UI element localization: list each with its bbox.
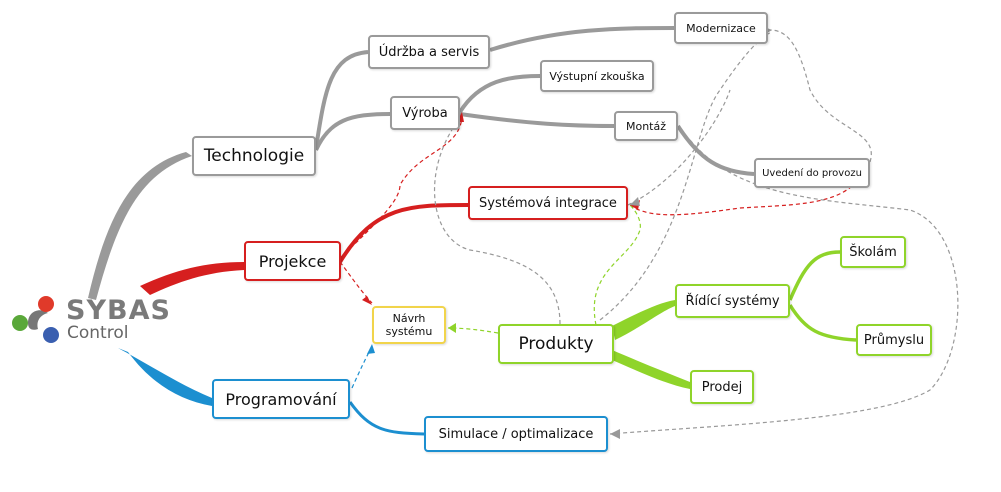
node-uvedeni[interactable]: Uvedení do provozu [754, 158, 870, 188]
branch-technologie [88, 152, 192, 300]
node-skolam[interactable]: Školám [840, 236, 906, 268]
node-vystupni[interactable]: Výstupní zkouška [540, 60, 654, 92]
logo-text-sybas: SYBAS [66, 295, 171, 326]
node-navrh-line2: systému [385, 325, 433, 338]
dash-projekce-vyroba [339, 115, 463, 259]
dash-integrace-modern [627, 89, 731, 206]
dash-produkty-vyroba [433, 117, 561, 325]
link-vyroba-vystupni [458, 74, 541, 114]
sybas-logo: SYBAS Control [10, 293, 185, 348]
node-montaz[interactable]: Montáž [614, 111, 678, 141]
node-ridici[interactable]: Řídící systémy [675, 284, 790, 318]
node-modernizace[interactable]: Modernizace [674, 12, 768, 44]
dash-montaz-simulace [609, 139, 959, 435]
logo-mark-icon [12, 296, 59, 343]
branch-programovani [118, 348, 212, 406]
link-montaz-uvedeni [676, 124, 755, 176]
link-ridici-skolam [788, 250, 841, 301]
link-udrzba-modern [489, 26, 676, 52]
branch-produkty [612, 300, 690, 389]
node-integrace[interactable]: Systémová integrace [468, 186, 628, 220]
dash-uvedeni-modern [769, 29, 872, 163]
node-technologie[interactable]: Technologie [192, 136, 316, 176]
node-navrh[interactable]: Návrh systému [372, 306, 446, 344]
logo-text-control: Control [67, 323, 129, 343]
link-ridici-prumyslu [788, 304, 857, 342]
node-vyroba[interactable]: Výroba [390, 96, 460, 130]
node-produkty[interactable]: Produkty [498, 324, 614, 364]
dash-uvedeni-integrace [629, 185, 853, 216]
dash-produkty-integrace [593, 204, 641, 326]
node-prumyslu[interactable]: Průmyslu [856, 324, 932, 356]
dash-produkty-modern [599, 31, 773, 321]
link-vyroba-montaz [459, 112, 615, 128]
node-simulace[interactable]: Simulace / optimalizace [424, 416, 608, 452]
branch-projekce [140, 262, 244, 295]
node-prodej[interactable]: Prodej [690, 370, 754, 404]
node-programovani[interactable]: Programování [212, 379, 350, 419]
link-tech-vyroba [314, 112, 391, 151]
node-navrh-line1: Návrh [392, 312, 426, 325]
link-programovani-simulace [348, 401, 425, 436]
node-projekce[interactable]: Projekce [244, 241, 341, 281]
link-tech-udrzba [314, 50, 369, 149]
link-projekce-integrace [338, 203, 469, 264]
node-udrzba[interactable]: Údržba a servis [368, 35, 490, 69]
